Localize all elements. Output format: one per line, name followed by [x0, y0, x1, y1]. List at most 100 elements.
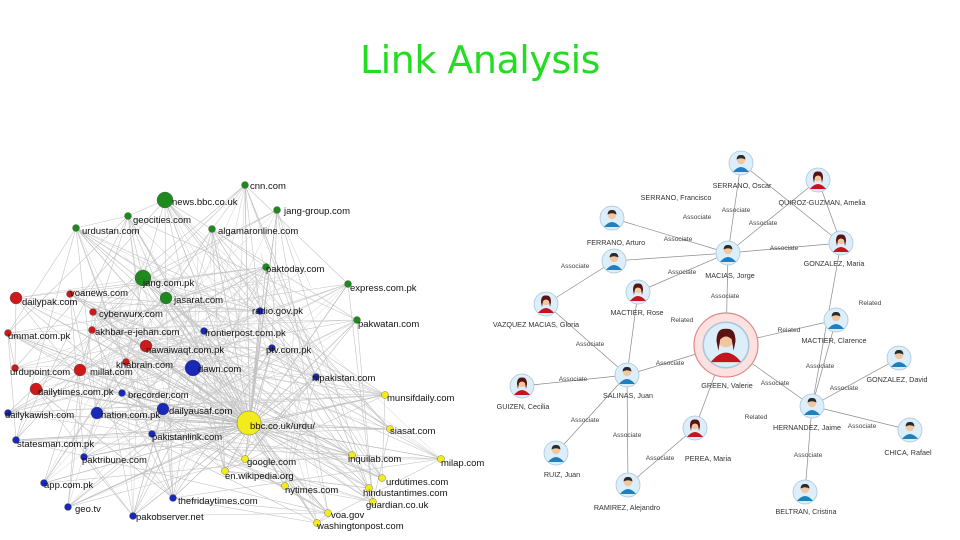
link-edge: [151, 323, 247, 435]
site-label: frontierpost.com.pk: [205, 328, 286, 339]
male-person-icon: [615, 472, 641, 498]
site-label: geocities.com: [133, 215, 191, 226]
link-edge: [43, 361, 127, 484]
link-edge: [249, 424, 318, 524]
link-edge: [215, 310, 261, 334]
edge-label: Related: [745, 414, 768, 421]
link-edge: [79, 285, 287, 371]
person-name-label: CHICA, Rafael: [884, 448, 932, 457]
site-node-nytimes-com: [281, 482, 289, 490]
link-edge: [132, 424, 251, 517]
association-edge: [811, 242, 842, 407]
link-edge: [125, 361, 251, 426]
link-edge: [67, 347, 273, 508]
link-edge: [129, 228, 213, 333]
link-edge: [121, 266, 267, 394]
link-edge: [35, 388, 134, 517]
person-name-label: QUIROZ-GUZMAN, Amelia: [778, 198, 865, 207]
site-node-akhbar-e-jehan-com: [88, 326, 96, 334]
link-edge: [151, 433, 286, 487]
link-edge: [271, 209, 278, 349]
link-edge: [248, 310, 261, 424]
link-edge: [7, 332, 16, 369]
site-label: paktoday.com: [266, 264, 325, 275]
association-edge: [727, 179, 819, 254]
link-edge: [67, 423, 270, 508]
association-edge: [725, 344, 813, 407]
edge-label: Associate: [559, 376, 588, 383]
female-person-icon: [828, 230, 854, 256]
link-edge: [69, 266, 267, 295]
link-edge: [164, 199, 167, 299]
site-label: guardian.co.uk: [366, 500, 429, 511]
link-edge: [142, 277, 370, 489]
link-edge: [121, 373, 305, 394]
link-edge: [316, 458, 442, 524]
person-node-serrano-oscar: [728, 150, 754, 176]
link-edge: [35, 388, 174, 499]
link-edge: [249, 424, 286, 487]
link-edge: [69, 293, 250, 424]
site-label: urdupoint.com: [10, 367, 70, 378]
site-node-bbc-co-uk-urdu: [236, 410, 262, 436]
link-edge: [142, 209, 278, 279]
site-node-washingtonpost-com: [313, 519, 321, 527]
link-edge: [271, 347, 370, 489]
link-edge: [260, 252, 329, 514]
site-node-millat-com: [73, 363, 87, 377]
link-edge: [7, 332, 126, 371]
link-edge: [211, 353, 353, 456]
association-edge: [740, 162, 842, 244]
site-label: munsifdaily.com: [387, 393, 454, 404]
association-edge: [545, 303, 628, 376]
male-person-icon: [799, 393, 825, 419]
site-node-geocities-com: [124, 212, 132, 220]
site-node-radio-gov-pk: [256, 307, 264, 315]
site-node-en-wikipedia-org: [221, 467, 229, 475]
person-name-label: HERNANDEZ, Jaime: [773, 423, 841, 432]
slide-title: Link Analysis: [360, 38, 600, 82]
site-node-khabrain-com: [122, 358, 130, 366]
link-edge: [164, 199, 226, 472]
link-edge: [91, 277, 144, 331]
link-edge: [244, 184, 374, 503]
association-edge: [804, 405, 813, 493]
site-node-ptv-com-pk: [268, 344, 276, 352]
site-label: express.com.pk: [350, 283, 417, 294]
link-edge: [145, 345, 273, 349]
person-name-label: PEREA, Maria: [685, 454, 731, 463]
site-label: voanews.com: [70, 288, 128, 299]
link-edge: [203, 330, 442, 460]
link-edge: [67, 422, 250, 508]
link-edge: [75, 227, 261, 312]
link-edge: [164, 199, 358, 321]
site-node-paktribune-com: [80, 453, 88, 461]
link-edge: [211, 228, 257, 380]
female-person-icon: [625, 279, 651, 305]
association-edge: [521, 374, 628, 387]
link-edge: [237, 184, 246, 333]
site-label: voa.gov: [331, 510, 365, 521]
site-label: jang-group.com: [283, 206, 350, 217]
edge-label: Associate: [561, 263, 590, 270]
person-name-label: GREEN, Valerie: [701, 381, 752, 390]
site-node-app-com-pk: [40, 479, 48, 487]
link-edge: [315, 376, 383, 479]
link-edge: [7, 215, 129, 334]
link-edge: [15, 297, 251, 426]
site-label: cnn.com: [250, 181, 286, 192]
association-edge: [545, 260, 615, 305]
link-edge: [14, 199, 166, 369]
link-edge: [165, 297, 251, 426]
site-label: news.bbc.co.uk: [172, 197, 238, 208]
person-name-label: SALINAS, Juan: [603, 391, 653, 400]
person-name-label: GONZALEZ, David: [866, 375, 927, 384]
site-node-dailykawish-com: [4, 409, 12, 417]
edge-label: Associate: [683, 214, 712, 221]
link-edge: [284, 485, 329, 514]
male-person-icon: [543, 440, 569, 466]
link-edge: [7, 332, 329, 514]
female-person-icon: [682, 415, 708, 441]
edge-label: Associate: [646, 455, 675, 462]
site-node-dailypak-com: [9, 291, 23, 305]
